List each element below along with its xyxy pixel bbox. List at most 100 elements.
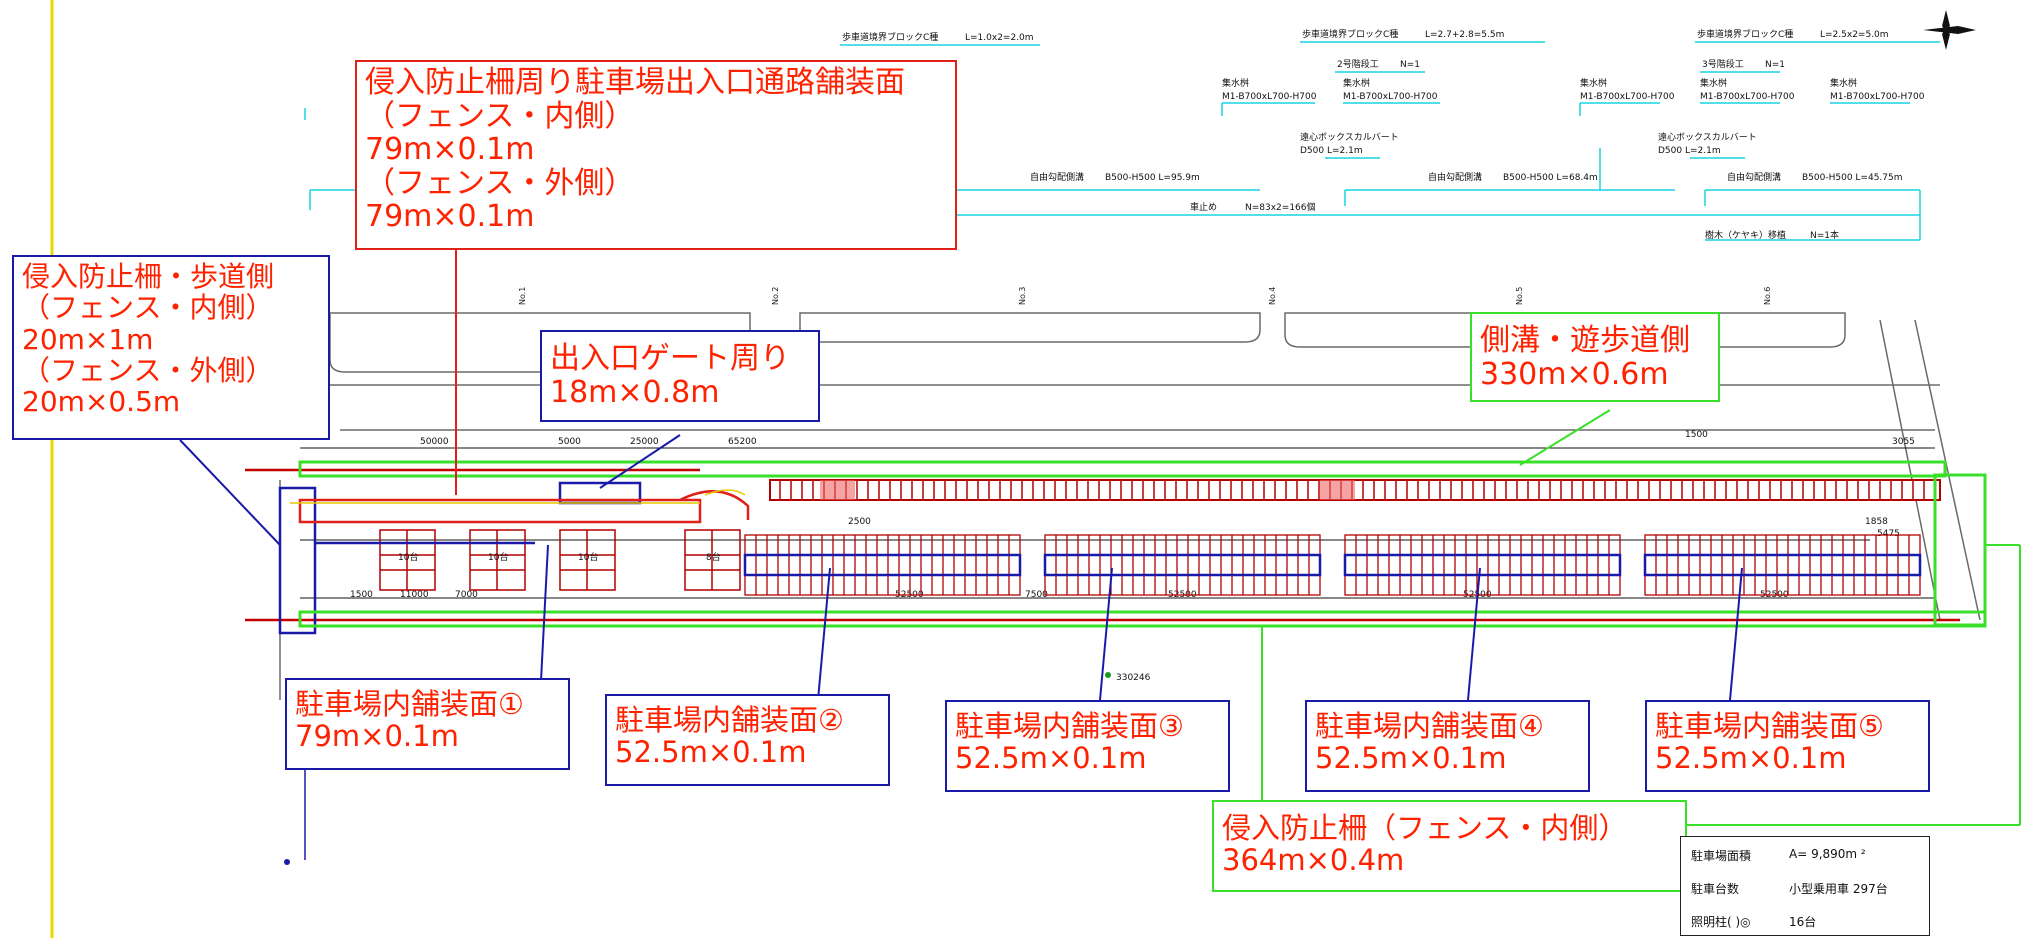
area-outline-gutter: [298, 460, 1947, 478]
svg-text:集水桝: 集水桝: [1222, 77, 1249, 89]
annotation-stair-3: 3号階段工: [1702, 58, 1744, 70]
leader-pave2: [817, 567, 831, 701]
callout-title: 侵入防止柵周り駐車場出入口通路舗装面: [365, 65, 905, 100]
parking-lot-2: [744, 534, 1021, 596]
area-outline-pave4: [1343, 553, 1622, 577]
svg-text:65200: 65200: [728, 437, 757, 447]
svg-text:遠心ボックスカルバート: 遠心ボックスカルバート: [1658, 131, 1757, 143]
svg-text:7000: 7000: [455, 590, 478, 600]
callout-title: 駐車場内舗装面②: [615, 703, 844, 737]
callout-outer-label: （フェンス・外側）: [22, 354, 274, 388]
svg-text:B500-H500 L=95.9m: B500-H500 L=95.9m: [1105, 173, 1200, 183]
callout-pave5: 駐車場内舗装面⑤ 52.5m×0.1m: [1645, 700, 1930, 792]
callout-size: 52.5m×0.1m: [615, 735, 807, 770]
callout-pave4: 駐車場内舗装面④ 52.5m×0.1m: [1305, 700, 1590, 792]
area-label: 駐車場面積: [1691, 849, 1752, 863]
svg-text:集水桝: 集水桝: [1830, 77, 1857, 89]
callout-gutter: 側溝・遊歩道側 330m×0.6m: [1470, 312, 1720, 402]
callout-outer-size: 79m×0.1m: [365, 199, 535, 235]
callout-size: 18m×0.8m: [550, 374, 720, 410]
svg-text:1500: 1500: [350, 590, 373, 600]
survey-point-marker: [1105, 672, 1111, 678]
callout-title: 侵入防止柵・歩道側: [22, 260, 275, 293]
svg-text:集水桝: 集水桝: [1700, 77, 1727, 89]
svg-text:M1-B700xL700-H700: M1-B700xL700-H700: [1830, 92, 1925, 102]
callout-title: 駐車場内舗装面③: [955, 709, 1184, 743]
annotation-stair-2: 2号階段工: [1337, 58, 1379, 70]
svg-text:B500-H500 L=45.75m: B500-H500 L=45.75m: [1802, 173, 1903, 183]
svg-text:M1-B700xL700-H700: M1-B700xL700-H700: [1580, 92, 1675, 102]
svg-text:3055: 3055: [1892, 437, 1915, 447]
entrance-yellow: [290, 489, 746, 504]
annotation-car-stop: 車止め: [1190, 201, 1217, 213]
svg-text:5000: 5000: [558, 437, 581, 447]
annotation-gutter-1: 自由勾配側溝: [1030, 171, 1084, 183]
north-arrow-icon: [1923, 10, 1976, 50]
callout-title: 駐車場内舗装面①: [295, 687, 524, 721]
svg-text:10台: 10台: [578, 551, 598, 563]
callout-inner-size: 79m×0.1m: [365, 132, 535, 168]
svg-text:50000: 50000: [420, 437, 449, 447]
callout-size: 364m×0.4m: [1222, 843, 1405, 878]
leader-fence-sidewalk: [179, 439, 281, 546]
top-stall-strip: [769, 479, 1941, 501]
callout-size: 52.5m×0.1m: [1315, 741, 1507, 776]
annotation-curb-3: 歩車道境界ブロックC種: [1697, 28, 1793, 40]
callout-pave3: 駐車場内舗装面③ 52.5m×0.1m: [945, 700, 1230, 792]
callout-title: 駐車場内舗装面④: [1315, 709, 1544, 743]
svg-text:集水桝: 集水桝: [1580, 77, 1607, 89]
area-outline-pave2: [743, 553, 1022, 577]
callout-title: 駐車場内舗装面⑤: [1655, 709, 1884, 743]
svg-text:25000: 25000: [630, 437, 659, 447]
callout-title: 侵入防止柵（フェンス・内側）: [1222, 811, 1628, 845]
summary-row-area: 駐車場面積 A= 9,890m ²: [1681, 837, 1929, 870]
svg-text:N=83x2=166個: N=83x2=166個: [1245, 201, 1316, 213]
svg-text:N=1本: N=1本: [1810, 229, 1839, 241]
callout-size: 330m×0.6m: [1480, 356, 1669, 392]
callout-inner-size: 20m×1m: [22, 322, 154, 356]
lights-value: 16台: [1789, 915, 1817, 929]
red-entrance-outline: [298, 490, 750, 524]
summary-row-count: 駐車台数 小型乗用車 297台: [1681, 870, 1929, 903]
stall-label-text: 10台 10台 10台 8台: [398, 551, 721, 563]
callout-outer-label: （フェンス・外側）: [365, 165, 635, 201]
top-annotation-text: 歩車道境界ブロックC種 L=1.0x2=2.0m 歩車道境界ブロックC種 L=2…: [842, 28, 1925, 241]
callout-leader-lines: [179, 250, 2021, 826]
count-value: 小型乗用車 297台: [1789, 882, 1888, 896]
callout-fence-inner: 侵入防止柵（フェンス・内側） 364m×0.4m: [1212, 800, 1687, 892]
lights-label: 照明柱( )◎: [1691, 915, 1751, 929]
station-labels: No.1 No.2 No.3 No.4 No.5 No.6: [518, 287, 1772, 305]
svg-text:N=1: N=1: [1400, 60, 1420, 70]
svg-text:1858: 1858: [1865, 517, 1888, 527]
annotation-gutter-3: 自由勾配側溝: [1727, 171, 1781, 183]
svg-text:No.3: No.3: [1018, 287, 1027, 305]
callout-title: 側溝・遊歩道側: [1480, 323, 1690, 358]
boundary-red-lines: [245, 468, 1960, 622]
leader-gate: [599, 434, 681, 489]
svg-text:M1-B700xL700-H700: M1-B700xL700-H700: [1222, 92, 1317, 102]
callout-inner-label: （フェンス・内側）: [365, 98, 635, 134]
parking-lot-3: [1044, 534, 1321, 596]
svg-text:No.6: No.6: [1763, 287, 1772, 305]
svg-text:M1-B700xL700-H700: M1-B700xL700-H700: [1700, 92, 1795, 102]
callout-pave2: 駐車場内舗装面② 52.5m×0.1m: [605, 694, 890, 786]
svg-text:No.4: No.4: [1268, 287, 1277, 305]
svg-text:N=1: N=1: [1765, 60, 1785, 70]
svg-text:No.5: No.5: [1515, 287, 1524, 305]
survey-point-label: 330246: [1116, 673, 1151, 683]
leader-gutter: [1519, 409, 1611, 466]
blue-area-outlines: [278, 481, 1922, 635]
summary-row-lights: 照明柱( )◎ 16台: [1681, 903, 1929, 936]
callout-pave1: 駐車場内舗装面① 79m×0.1m: [285, 678, 570, 770]
svg-text:M1-B700xL700-H700: M1-B700xL700-H700: [1343, 92, 1438, 102]
parking-lot-5: [1644, 534, 1921, 596]
annotation-curb-2: 歩車道境界ブロックC種: [1302, 28, 1398, 40]
svg-text:2500: 2500: [848, 517, 871, 527]
callout-fence-entrance: 侵入防止柵周り駐車場出入口通路舗装面 （フェンス・内側） 79m×0.1m （フ…: [355, 60, 957, 250]
callout-inner-label: （フェンス・内側）: [22, 291, 274, 325]
svg-text:10台: 10台: [398, 551, 418, 563]
svg-text:L=1.0x2=2.0m: L=1.0x2=2.0m: [965, 33, 1034, 43]
svg-text:8台: 8台: [706, 551, 721, 563]
svg-text:D500 L=2.1m: D500 L=2.1m: [1300, 146, 1363, 156]
svg-text:5475: 5475: [1877, 529, 1900, 539]
